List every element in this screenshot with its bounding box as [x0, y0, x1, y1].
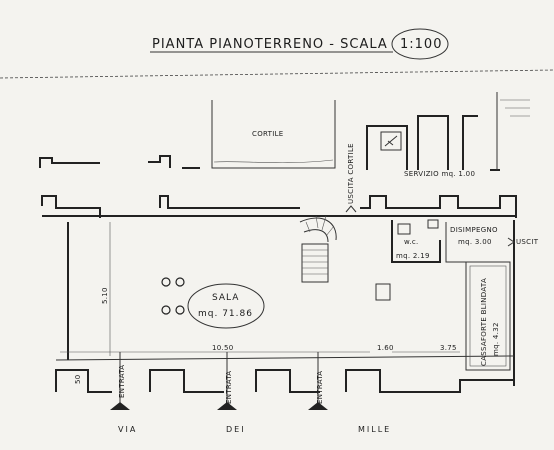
uscita-arrow	[507, 237, 515, 247]
dim-bottom: 50	[74, 374, 82, 384]
dim-width-mid: 1.60	[377, 344, 394, 352]
sala-area: mq. 71.86	[198, 309, 253, 319]
uscita-cortile-label: USCITA CORTILE	[347, 143, 355, 204]
cassaforte-area: mq. 4.32	[492, 322, 500, 356]
facade	[55, 355, 515, 393]
vault-room: CASSAFORTE BLINDATA mq. 4.32	[465, 261, 511, 371]
courtyard: CORTILE	[211, 100, 336, 169]
scale-circle	[391, 28, 449, 60]
entrance-label-3: ENTRATA	[316, 371, 324, 404]
cortile-label: CORTILE	[252, 130, 284, 138]
spiral-staircase	[299, 215, 337, 283]
street-mille: MILLE	[358, 425, 391, 434]
street-via: VIA	[118, 425, 137, 434]
entrance-label-2: ENTRATA	[225, 371, 233, 404]
street-dei: DEI	[226, 425, 246, 434]
sala-room: SALA mq. 71.86	[187, 283, 265, 329]
service-block: SERVIZIO mq. 1.00	[366, 92, 530, 178]
disimpegno-room: DISIMPEGNO mq. 3.00 USCIT	[445, 222, 539, 263]
disimpegno-label: DISIMPEGNO	[450, 226, 498, 234]
upper-walls	[39, 155, 200, 169]
dim-width-right: 3.75	[440, 344, 457, 352]
disimpegno-area: mq. 3.00	[458, 238, 492, 246]
entrance-1: ENTRATA	[110, 352, 130, 410]
uscita-cortile-arrow	[345, 205, 357, 213]
building-outer-wall	[41, 195, 517, 218]
wc-label: w.c.	[404, 238, 419, 246]
sala-label: SALA	[212, 293, 239, 303]
dim-width-main: 10.50	[212, 344, 234, 352]
entrance-label-1: ENTRATA	[118, 365, 126, 398]
entrance-3: ENTRATA	[308, 352, 328, 410]
street-name: VIA DEI MILLE	[118, 425, 391, 434]
servizio-label: SERVIZIO mq. 1.00	[404, 170, 475, 178]
plan-scale: 1:100	[400, 37, 442, 52]
cassaforte-label: CASSAFORTE BLINDATA	[480, 278, 488, 366]
wc-area: mq. 2.19	[396, 252, 430, 260]
plan-title: PIANTA PIANOTERRENO - SCALA	[152, 37, 388, 52]
entrance-2: ENTRATA	[217, 352, 237, 410]
uscita-label: USCIT	[516, 238, 539, 246]
dim-depth: 5.10	[101, 287, 109, 304]
paper-edge	[0, 69, 554, 79]
pillars	[161, 277, 391, 315]
wc-block: w.c. mq. 2.19	[391, 219, 441, 263]
sala-circle	[187, 283, 265, 329]
